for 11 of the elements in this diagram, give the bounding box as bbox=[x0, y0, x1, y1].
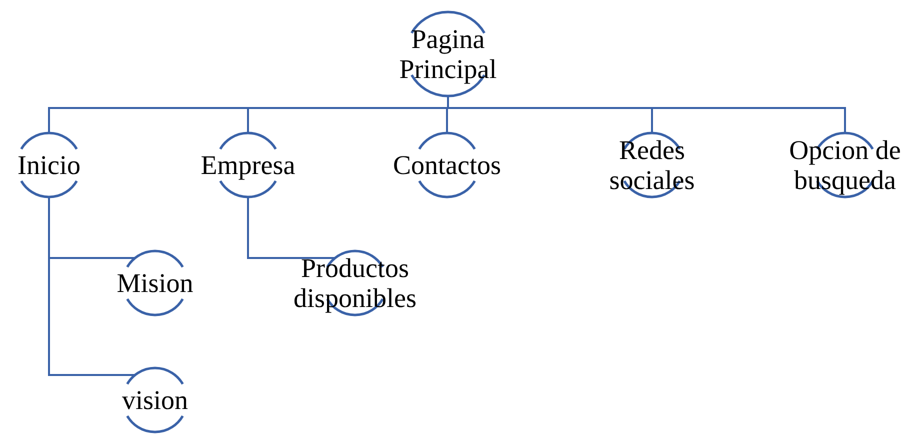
connector-line bbox=[48, 197, 136, 376]
connector-line bbox=[247, 197, 336, 259]
node-label: Redes sociales bbox=[608, 135, 696, 195]
node-label: Empresa bbox=[200, 150, 296, 180]
node-label: Opcion de busqueda bbox=[788, 135, 902, 195]
node-label: Inicio bbox=[18, 150, 80, 180]
node-label: Productos disponibles bbox=[292, 253, 418, 313]
node-label: Contactos bbox=[393, 150, 501, 180]
node-label: vision bbox=[122, 385, 188, 415]
node-label: Mision bbox=[116, 268, 194, 298]
node-label: Pagina Principal bbox=[398, 24, 498, 84]
